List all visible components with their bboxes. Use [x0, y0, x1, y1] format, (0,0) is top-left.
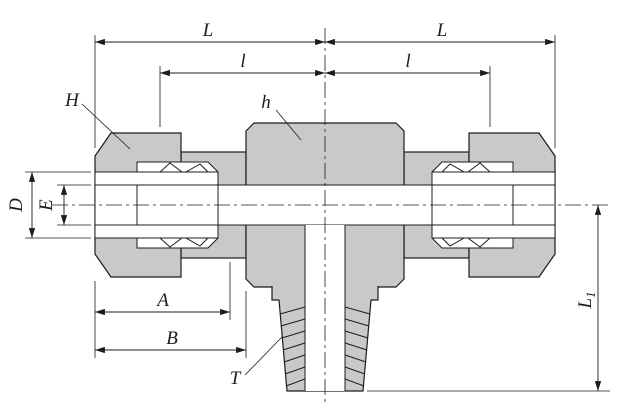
right-ferrules — [440, 162, 492, 248]
dim-label-l-left: l — [240, 51, 245, 72]
left-tube-wall-bottom — [94, 224, 219, 239]
dimension-l-left: l — [159, 51, 325, 127]
callout-h: h — [261, 92, 302, 141]
dim-label-T: T — [230, 368, 242, 389]
dim-label-A: A — [155, 290, 169, 311]
dim-label-L1-base: L — [575, 298, 596, 310]
dimension-L-left: L — [94, 20, 325, 148]
dim-label-h: h — [261, 92, 271, 113]
callout-H: H — [64, 90, 131, 150]
dimension-D: D — [6, 171, 91, 239]
dim-label-L1-subscript: 1 — [583, 291, 598, 298]
dim-label-L-left: L — [202, 20, 214, 41]
dim-label-l-right: l — [405, 51, 410, 72]
dim-label-H: H — [64, 90, 80, 111]
dim-label-L-right: L — [436, 20, 448, 41]
dim-label-E: E — [36, 199, 57, 212]
callout-T: T — [230, 335, 284, 389]
dimension-L-right: L — [325, 20, 556, 148]
dimensions: L L l l H h — [6, 20, 610, 392]
left-tube-wall-top — [94, 171, 219, 186]
right-tube-wall-top — [431, 171, 556, 186]
dim-label-B: B — [166, 328, 178, 349]
dimension-B: B — [95, 291, 247, 358]
dim-label-D: D — [6, 198, 27, 213]
dimension-L1: L1 — [367, 205, 610, 392]
left-ferrules — [158, 162, 210, 248]
dim-label-L1: L1 — [575, 291, 598, 309]
dimension-A: A — [94, 262, 231, 358]
dimension-E: E — [36, 184, 91, 226]
right-tube-wall-bottom — [431, 224, 556, 239]
dimension-l-right: l — [325, 51, 491, 127]
branch-thread-hatch — [279, 306, 371, 387]
centerlines — [52, 28, 612, 403]
